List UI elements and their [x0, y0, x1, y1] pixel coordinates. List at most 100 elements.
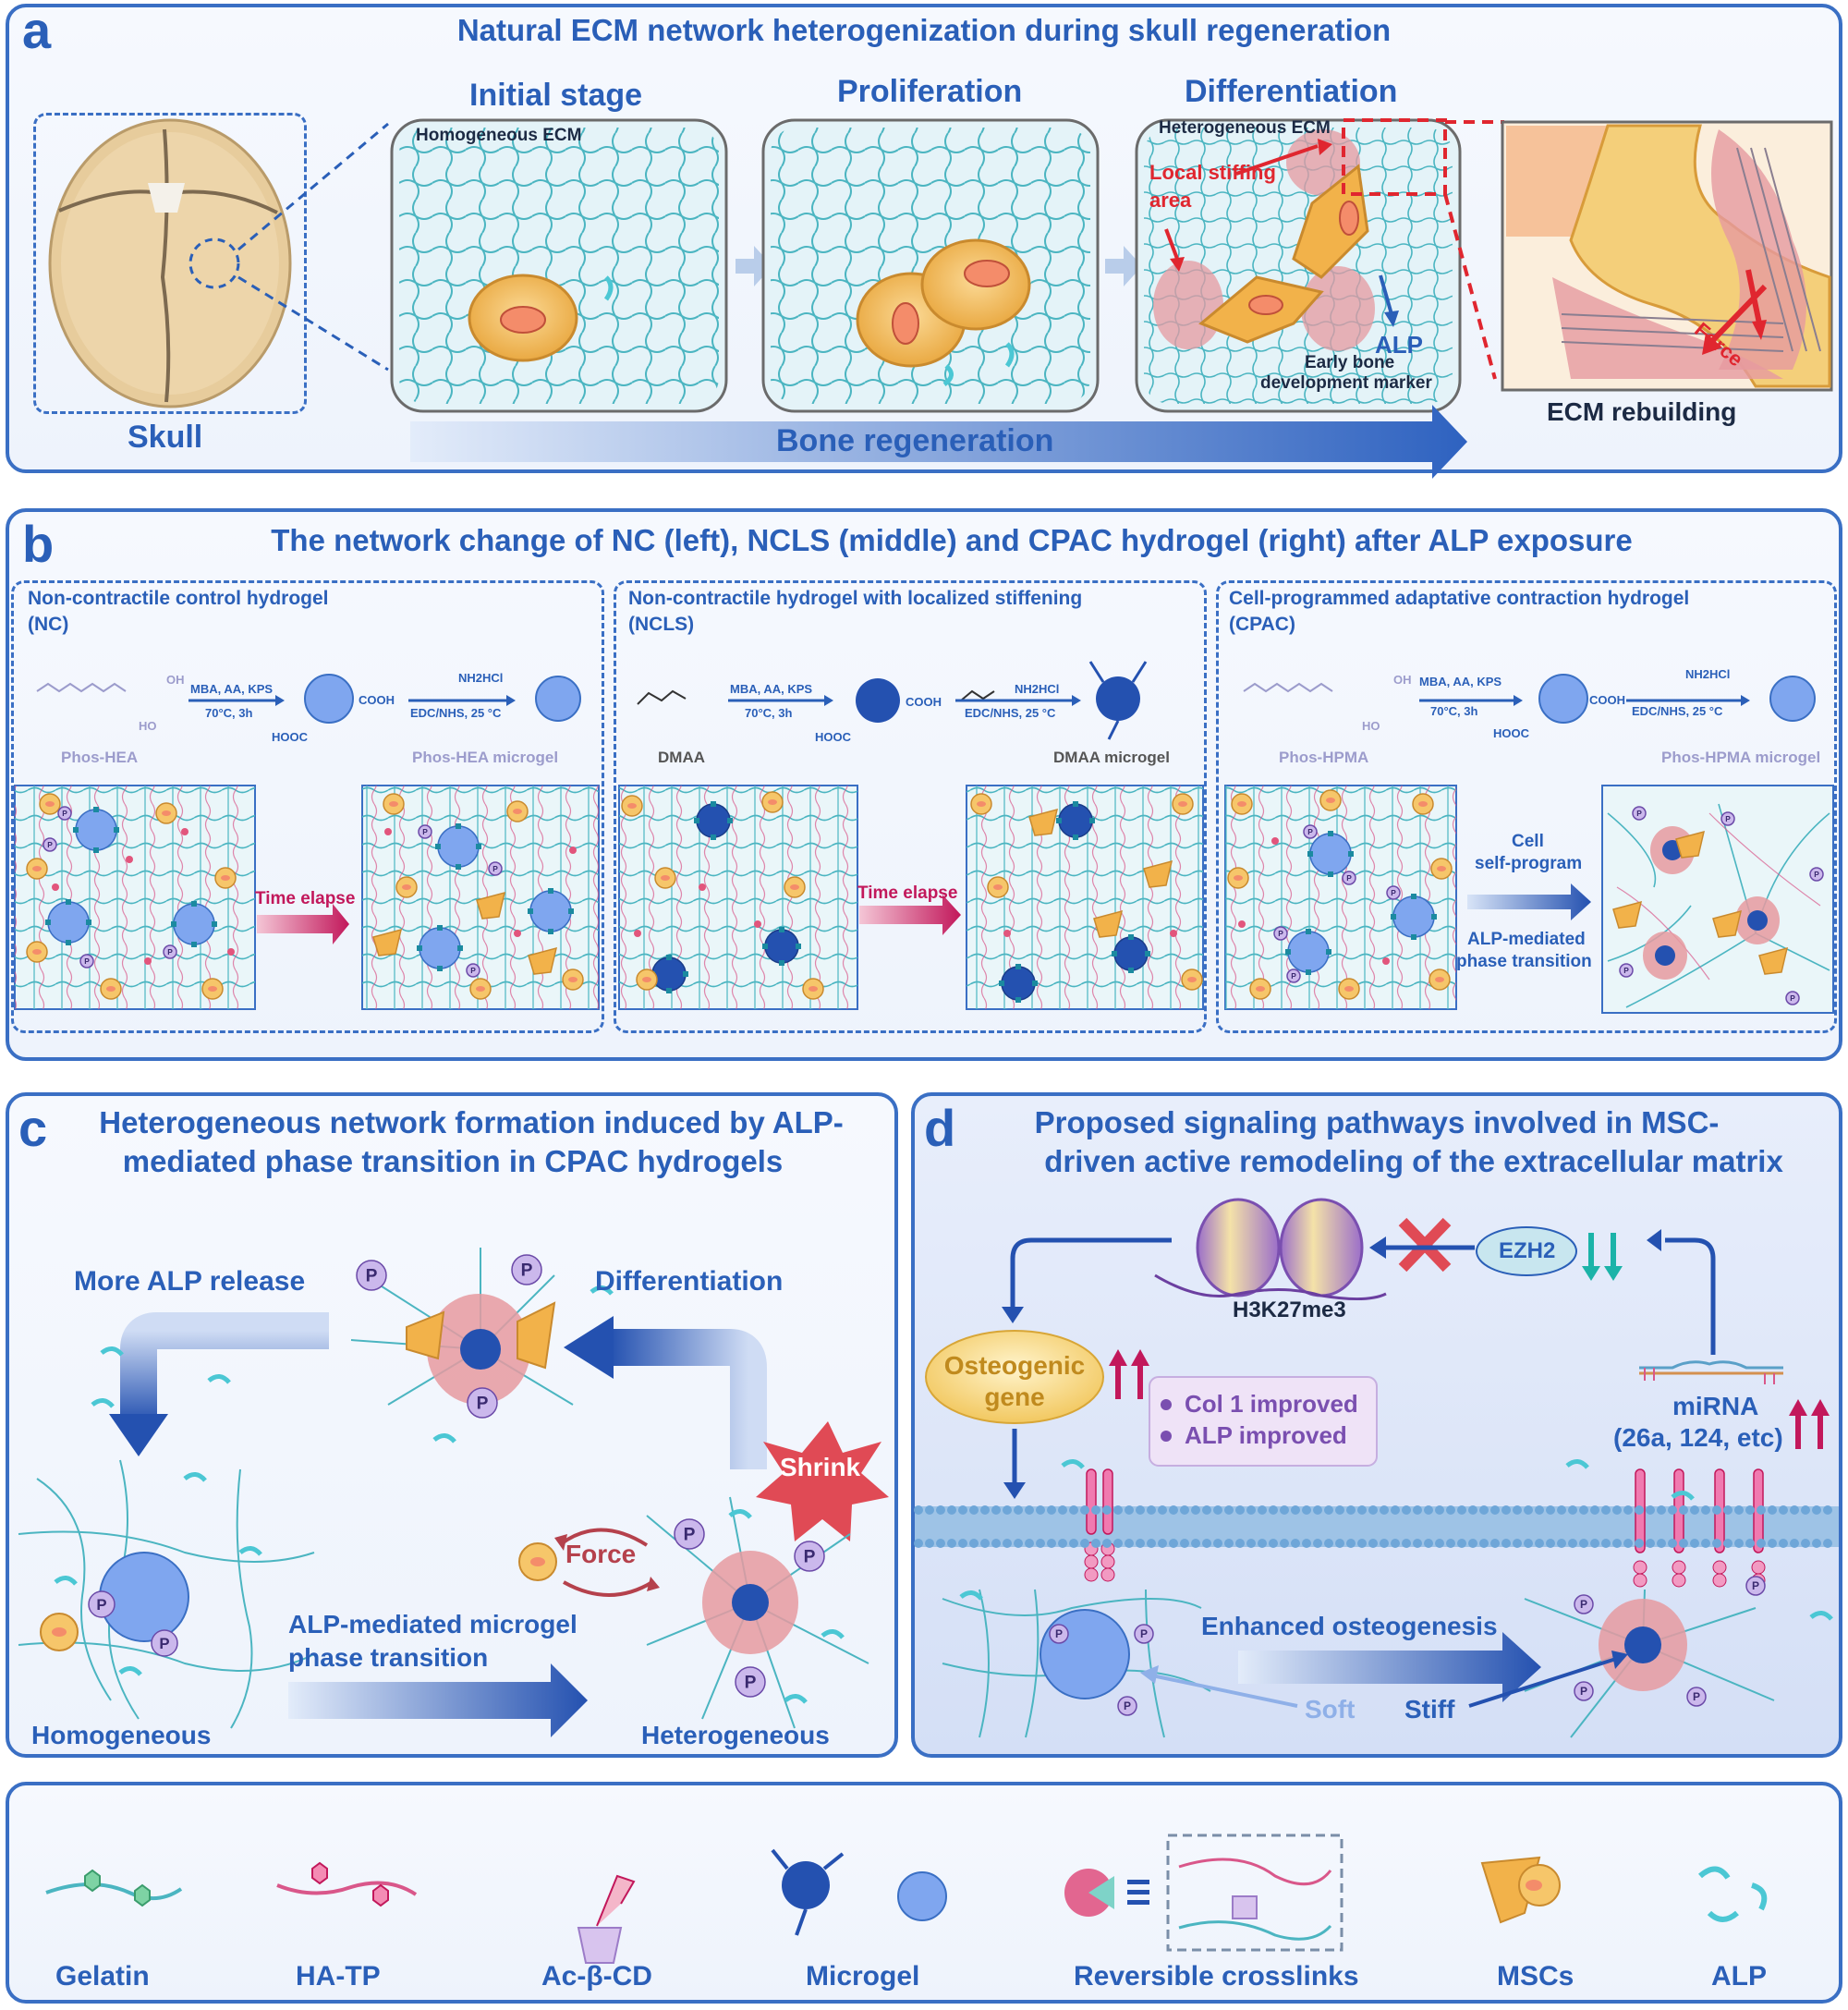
cpac-box [1216, 580, 1837, 1033]
lipid-head-top [1723, 1505, 1732, 1515]
phosphate-badge [1117, 1696, 1137, 1716]
lipid-head-top [1457, 1505, 1466, 1515]
cell-nucleus [768, 799, 777, 805]
crosslink-node [666, 955, 672, 960]
lipid-head-top [1668, 1505, 1677, 1515]
lipid-head-top [925, 1505, 934, 1515]
cpac-hooc: HOOC [1493, 726, 1529, 740]
lipid-head-bottom [1125, 1539, 1134, 1548]
phosphate-badge [1686, 1687, 1707, 1707]
cell-nucleus [513, 809, 522, 814]
cell-nucleus [1178, 801, 1187, 807]
lipid-head-bottom [1014, 1539, 1023, 1548]
lipid-head-bottom [1313, 1539, 1322, 1548]
lipid-head-bottom [1091, 1539, 1100, 1548]
crosslink-dot [126, 856, 133, 863]
lipid-head-top [1291, 1505, 1300, 1515]
lipid-head-top [1047, 1505, 1056, 1515]
crosslink-node [711, 834, 716, 840]
lipid-head-bottom [1102, 1539, 1112, 1548]
lipid-head-top [936, 1505, 945, 1515]
crosslink-node [114, 827, 119, 833]
lipid-head-bottom [1424, 1539, 1433, 1548]
lipid-head-top [1557, 1505, 1566, 1515]
lipid-head-bottom [1391, 1539, 1400, 1548]
cell-nucleus [208, 986, 217, 992]
cell-nucleus [642, 977, 651, 982]
cpac-cond2: EDC/NHS, 25 °C [1632, 704, 1723, 718]
stage-initial-title: Initial stage [469, 78, 643, 113]
lipid-head-bottom [1147, 1539, 1156, 1548]
phosphate-label: P [1291, 971, 1296, 981]
phosphate-label: P [521, 1261, 533, 1281]
phosphate-label: P [1346, 873, 1352, 883]
phosphate-badge [1386, 885, 1401, 900]
phosphate-label: P [366, 1267, 378, 1286]
lipid-head-top [1712, 1505, 1721, 1515]
crosslink-node [1015, 964, 1021, 969]
lipid-head-bottom [1823, 1539, 1832, 1548]
phosphate-label: P [1725, 814, 1731, 823]
col1-improved-label: Col 1 improved [1185, 1390, 1358, 1418]
phosphate-badge [88, 1590, 116, 1618]
legend-microgel: Microgel [806, 1961, 920, 1992]
lipid-head-top [1335, 1505, 1344, 1515]
crosslink-node [66, 940, 71, 945]
phosphate-badge [43, 837, 57, 852]
crosslink-node [86, 920, 91, 925]
lipid-head-top [1679, 1505, 1688, 1515]
more-alp-release-label: More ALP release [74, 1266, 306, 1297]
lipid-head-top [1069, 1505, 1078, 1515]
crosslink-node [694, 818, 699, 823]
lipid-head-bottom [1258, 1539, 1267, 1548]
phosphate-label: P [1124, 1699, 1131, 1712]
crosslink-node [456, 823, 461, 829]
lipid-head-bottom [1579, 1539, 1588, 1548]
lipid-head-bottom [914, 1539, 923, 1548]
cpac-oh: OH [1393, 673, 1412, 687]
cell-nucleus [32, 866, 42, 871]
cell-nucleus [1435, 977, 1444, 982]
phosphate-badge [1745, 1576, 1766, 1596]
alp-crescent [821, 1629, 845, 1639]
phosphate-badge [1720, 811, 1735, 826]
lipid-head-bottom [1557, 1539, 1566, 1548]
cpac-abbr: (CPAC) [1229, 614, 1295, 635]
stiff-label: Stiff [1404, 1695, 1455, 1724]
alp-crescent [728, 1509, 752, 1519]
lipid-head-bottom [1346, 1539, 1356, 1548]
lipid-head-bottom [1191, 1539, 1200, 1548]
crosslink-node [93, 847, 99, 853]
lipid-head-top [1535, 1505, 1544, 1515]
lipid-head-top [1757, 1505, 1766, 1515]
stage-differentiation-title: Differentiation [1185, 74, 1398, 109]
phosphate-label: P [1140, 1627, 1148, 1640]
crosslink-node [1307, 851, 1313, 857]
ecm-rebuilding-label: ECM rebuilding [1547, 397, 1737, 426]
phosphate-badge [1809, 867, 1824, 882]
nc-oh: OH [166, 673, 185, 687]
lipid-head-top [1779, 1505, 1788, 1515]
lipid-head-top [1502, 1505, 1511, 1515]
crosslink-node [1348, 851, 1354, 857]
lipid-head-bottom [1635, 1539, 1644, 1548]
transition-label-1: ALP-mediated microgel [288, 1610, 578, 1638]
hydrogel-networks [14, 785, 1834, 1014]
lipid-head-bottom [1202, 1539, 1211, 1548]
lipid-head-bottom [1768, 1539, 1777, 1548]
cell-nucleus [402, 884, 411, 890]
phosphate-label: P [84, 956, 90, 966]
ncls-cond: 70°C, 3h [745, 706, 793, 720]
lipid-head-top [1446, 1505, 1455, 1515]
lipid-head-top [1003, 1505, 1012, 1515]
lipid-head-bottom [1025, 1539, 1034, 1548]
heterogeneous-label: Heterogeneous [641, 1721, 830, 1749]
lipid-head-top [1612, 1505, 1622, 1515]
lipid-head-bottom [1568, 1539, 1577, 1548]
crosslink-node [999, 981, 1004, 986]
crosslink-dot [1003, 930, 1011, 937]
lipid-head-bottom [958, 1539, 967, 1548]
lipid-head-top [1635, 1505, 1644, 1515]
